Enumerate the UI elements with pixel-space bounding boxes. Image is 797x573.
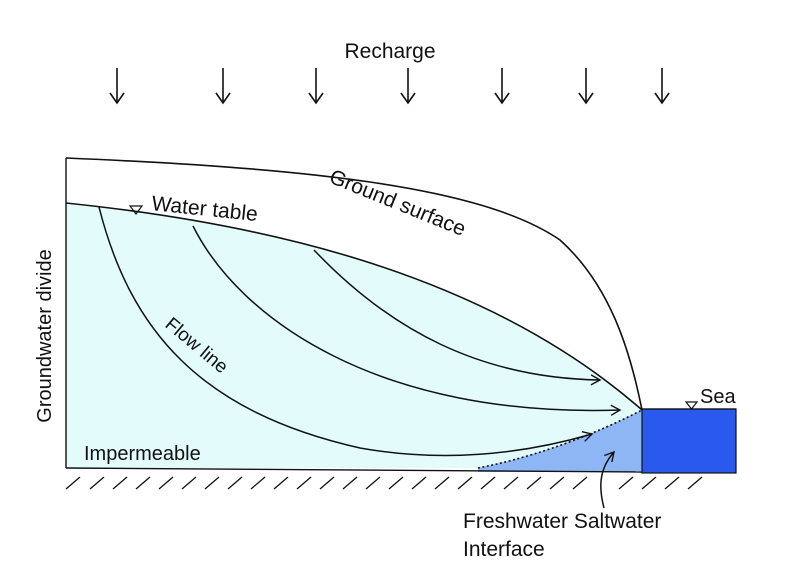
recharge-arrow-icon — [578, 68, 594, 105]
freshwater-zone — [66, 203, 642, 468]
ground-surface-line — [65, 157, 643, 411]
recharge-arrow-icon — [494, 68, 510, 105]
impermeable-base — [65, 467, 643, 473]
recharge-arrow-icon — [308, 68, 324, 105]
water-table-marker-icon — [128, 205, 144, 215]
freshwater-saltwater-interface-line — [477, 409, 643, 469]
interface-pointer-arrow — [600, 450, 615, 509]
recharge-arrow-icon — [654, 68, 670, 105]
flow-line-1 — [313, 249, 602, 386]
flow-line-2 — [192, 225, 622, 416]
flow-line-3 — [98, 206, 594, 457]
recharge-arrow-icon — [215, 68, 231, 105]
recharge-label: Recharge — [344, 40, 435, 63]
ground-surface-label: Ground surface — [326, 165, 469, 241]
groundwater-divide-label: Groundwater divide — [34, 249, 56, 422]
sea-level-marker-icon — [684, 401, 699, 410]
sea-body — [641, 408, 737, 474]
impermeable-hatching — [65, 476, 703, 490]
recharge-arrows — [109, 68, 670, 105]
impermeable-label: Impermeable — [84, 443, 201, 465]
sea-label: Sea — [700, 386, 736, 408]
recharge-arrow-icon — [400, 68, 416, 105]
saltwater-wedge — [478, 410, 642, 472]
recharge-arrow-icon — [109, 68, 125, 105]
water-table-line — [65, 202, 643, 411]
interface-label-line1: Freshwater Saltwater — [463, 510, 661, 533]
interface-label-line2: Interface — [463, 538, 545, 561]
